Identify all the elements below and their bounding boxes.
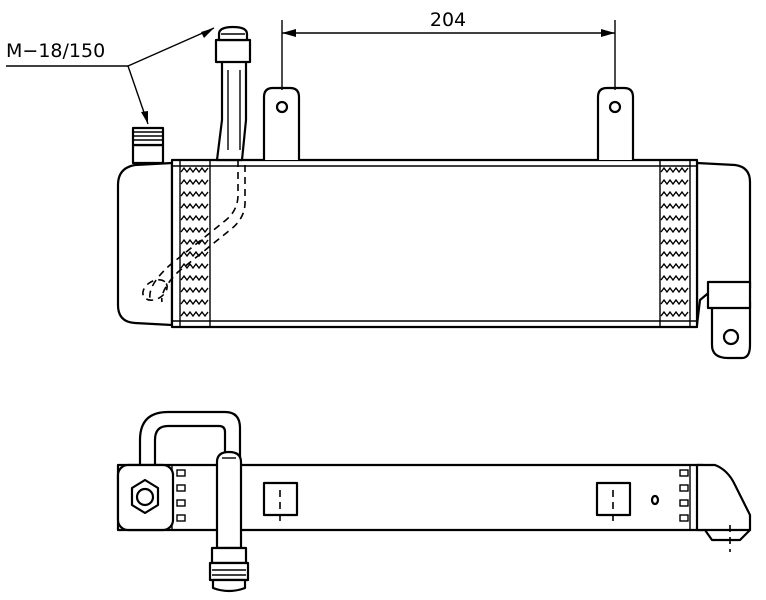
side-bracket-hole [722,328,740,346]
hidden-pipe [149,160,239,299]
top-vertical-pipe [208,450,250,593]
bracket-hole-left [275,100,289,114]
fins-right [660,166,689,318]
top-fins-left [176,469,186,522]
top-fins-right [679,469,689,522]
outlet-pipe [214,25,252,162]
threaded-port [131,126,165,165]
dimension-204: 204 [281,9,616,90]
bracket-hole-right [608,100,622,114]
top-bracket-left [262,481,299,517]
mounting-bracket-left [262,86,301,160]
dimension-label: 204 [430,9,466,31]
hex-nut [130,478,160,515]
mounting-bracket-right [596,86,635,160]
left-end-tank [116,161,174,327]
thread-label: M−18/150 [6,40,105,62]
front-view: 204 M−18/150 [6,9,752,360]
top-view [116,410,752,593]
top-bracket-right [595,481,632,517]
top-right-tank [695,463,752,532]
fins-left [180,166,209,318]
thread-callout: M−18/150 [6,27,215,125]
cooler-core [170,158,699,329]
